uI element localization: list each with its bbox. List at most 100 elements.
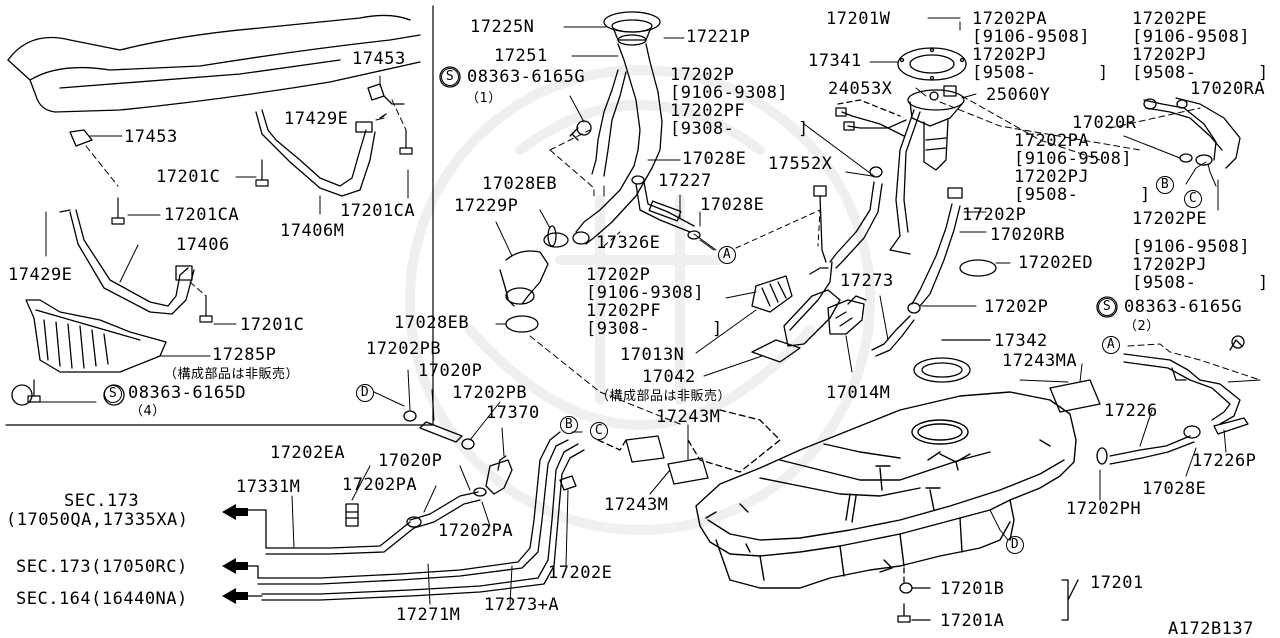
part-17370[interactable]: 17370 — [486, 403, 540, 423]
part-17013N[interactable]: 17013N — [620, 345, 685, 365]
part-17201CA-b[interactable]: 17201CA — [164, 205, 240, 225]
sec-173-rc-ref[interactable]: SEC.173(17050RC) — [16, 557, 188, 577]
part-17202PF-b[interactable]: 17202PF — [586, 301, 662, 321]
part-17028EB-b[interactable]: 17028EB — [394, 313, 470, 333]
part-17229P[interactable]: 17229P — [454, 196, 519, 216]
part-17243MA[interactable]: 17243MA — [1002, 351, 1078, 371]
part-17221P[interactable]: 17221P — [686, 27, 751, 47]
part-17202PE-a[interactable]: 17202PE — [1132, 9, 1208, 29]
part-17020P-b[interactable]: 17020P — [378, 451, 443, 471]
part-17202PF-a[interactable]: 17202PF — [670, 101, 746, 121]
part-17202ED[interactable]: 17202ED — [1018, 253, 1094, 273]
part-17201A[interactable]: 17201A — [940, 611, 1005, 631]
part-17202PJ-d[interactable]: 17202PJ — [1132, 255, 1208, 275]
part-17028EB-a[interactable]: 17028EB — [482, 174, 558, 194]
range-close-b: ] — [1098, 63, 1109, 83]
part-17202P-d[interactable]: 17202P — [984, 297, 1049, 317]
range-9508-a: [9508- — [972, 63, 1037, 83]
hose-clamps — [505, 175, 701, 333]
part-17202PA-b[interactable]: 17202PA — [1014, 131, 1090, 151]
callout-c-2[interactable]: C — [590, 422, 608, 440]
part-17202PJ-a[interactable]: 17202PJ — [972, 45, 1048, 65]
part-17202PH[interactable]: 17202PH — [1066, 499, 1142, 519]
s-mark-icon-3: S — [104, 385, 122, 403]
part-17020P-a[interactable]: 17020P — [418, 361, 483, 381]
part-17227[interactable]: 17227 — [658, 171, 712, 191]
bolt-08363-6165G[interactable]: 08363-6165G — [467, 67, 586, 87]
part-17202PA-a[interactable]: 17202PA — [972, 9, 1048, 29]
part-17028E-a[interactable]: 17028E — [682, 149, 747, 169]
part-17202EA[interactable]: 17202EA — [270, 443, 346, 463]
part-17202PB-a[interactable]: 17202PB — [366, 339, 442, 359]
sec-164-ref[interactable]: SEC.164(16440NA) — [16, 589, 188, 609]
part-17201CA-a[interactable]: 17201CA — [340, 201, 416, 221]
part-17243M-b[interactable]: 17243M — [604, 495, 669, 515]
part-17202PA-c[interactable]: 17202PA — [342, 475, 418, 495]
part-17342[interactable]: 17342 — [994, 331, 1048, 351]
part-17226[interactable]: 17226 — [1104, 401, 1158, 421]
part-17202PB-b[interactable]: 17202PB — [452, 383, 528, 403]
callout-d-2[interactable]: D — [1006, 536, 1024, 554]
part-17285P[interactable]: 17285P — [212, 345, 277, 365]
part-17202E[interactable]: 17202E — [548, 563, 613, 583]
sec-173-ref[interactable]: SEC.173 — [64, 491, 140, 511]
part-17202PA-d[interactable]: 17202PA — [438, 521, 514, 541]
part-17453-a[interactable]: 17453 — [352, 49, 406, 69]
callout-b-2[interactable]: B — [560, 416, 578, 434]
range-9508-c: [9508- — [1014, 185, 1079, 205]
part-17226P[interactable]: 17226P — [1192, 451, 1257, 471]
part-17028E-c[interactable]: 17028E — [1142, 479, 1207, 499]
hoses-lower-left — [345, 410, 577, 529]
pump-filter-17013N — [751, 275, 793, 313]
section-arrows[interactable] — [222, 504, 248, 604]
part-17014M[interactable]: 17014M — [826, 383, 891, 403]
part-17201C-a[interactable]: 17201C — [156, 167, 221, 187]
part-17042[interactable]: 17042 — [642, 367, 696, 387]
part-17202PJ-c[interactable]: 17202PJ — [1014, 167, 1090, 187]
part-17020RB[interactable]: 17020RB — [990, 225, 1066, 245]
part-17453-b[interactable]: 17453 — [124, 127, 178, 147]
part-24053X[interactable]: 24053X — [828, 79, 893, 99]
range-close-a: ] — [798, 119, 809, 139]
part-17202PJ-b[interactable]: 17202PJ — [1132, 45, 1208, 65]
part-17201W[interactable]: 17201W — [826, 9, 891, 29]
part-17273[interactable]: 17273 — [840, 271, 894, 291]
callout-c-1[interactable]: C — [1184, 190, 1202, 208]
part-17202PE-b[interactable]: 17202PE — [1132, 209, 1208, 229]
part-17020RA[interactable]: 17020RA — [1190, 79, 1266, 99]
part-17028E-b[interactable]: 17028E — [700, 195, 765, 215]
part-17326E[interactable]: 17326E — [596, 233, 661, 253]
part-17331M[interactable]: 17331M — [236, 477, 301, 497]
part-25060Y[interactable]: 25060Y — [986, 85, 1051, 105]
part-17202P-a[interactable]: 17202P — [670, 65, 735, 85]
callout-a-1[interactable]: A — [718, 246, 736, 264]
part-17273-A[interactable]: 17273+A — [484, 595, 560, 615]
part-17406[interactable]: 17406 — [176, 235, 230, 255]
vent-hose-17227 — [635, 181, 695, 233]
part-17243M-a[interactable]: 17243M — [656, 407, 721, 427]
part-17271M[interactable]: 17271M — [396, 605, 461, 625]
callout-b-1[interactable]: B — [1156, 176, 1174, 194]
part-17341[interactable]: 17341 — [808, 51, 862, 71]
part-17020R[interactable]: 17020R — [1072, 113, 1137, 133]
bolt-08363-6165D[interactable]: 08363-6165D — [128, 383, 247, 403]
part-17406M[interactable]: 17406M — [280, 221, 345, 241]
bolt-08363-6165G-b[interactable]: 08363-6165G — [1124, 297, 1243, 317]
bracket-17453 — [69, 83, 405, 147]
s-mark-icon: S — [441, 68, 459, 86]
part-17201C-b[interactable]: 17201C — [240, 315, 305, 335]
part-17225N[interactable]: 17225N — [470, 17, 535, 37]
part-17201[interactable]: 17201 — [1090, 573, 1144, 593]
part-17201B[interactable]: 17201B — [940, 579, 1005, 599]
sec-173-parts[interactable]: (17050QA,17335XA) — [6, 510, 189, 530]
part-17202P-b[interactable]: 17202P — [962, 205, 1027, 225]
part-17429E-b[interactable]: 17429E — [8, 265, 73, 285]
part-17202P-c[interactable]: 17202P — [586, 265, 651, 285]
callout-a-2[interactable]: A — [1102, 336, 1120, 354]
part-17552X[interactable]: 17552X — [768, 154, 833, 174]
part-17251[interactable]: 17251 — [494, 46, 548, 66]
part-17429E-a[interactable]: 17429E — [284, 109, 349, 129]
range-9106-9508-a: [9106-9508] — [972, 27, 1091, 47]
breather-pipe — [591, 69, 627, 177]
callout-d-1[interactable]: D — [356, 384, 374, 402]
